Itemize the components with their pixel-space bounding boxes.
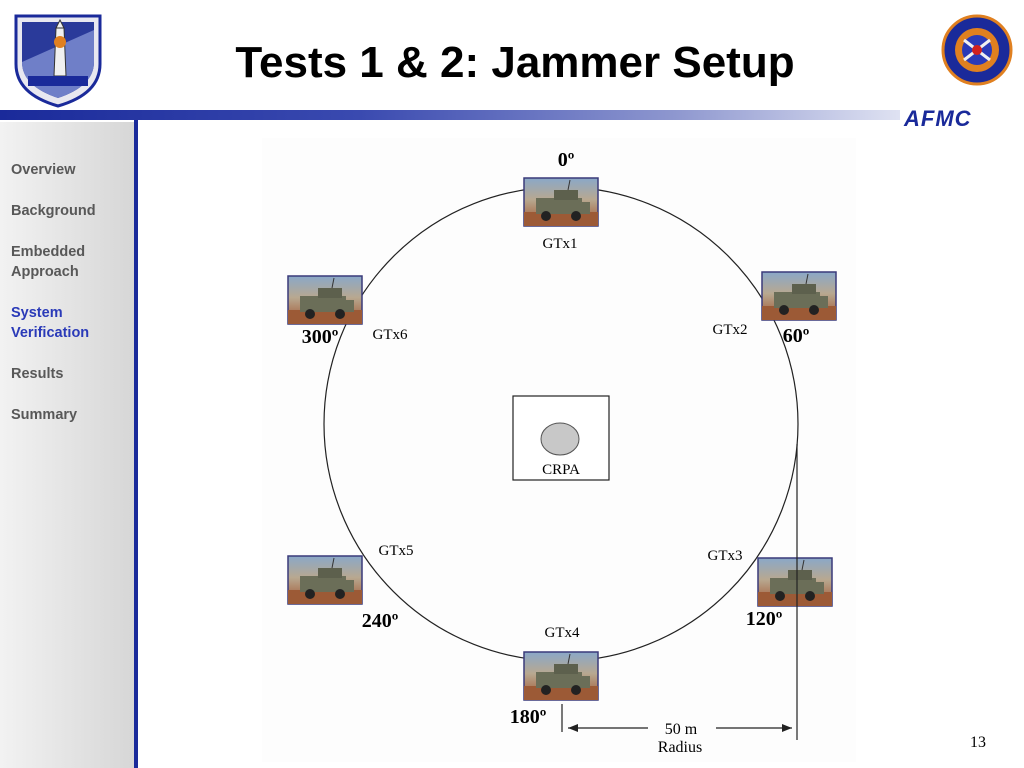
- jammer-setup-diagram: CRPA GTx1 GTx2 GTx3 GTx4 GTx5 GTx6 0º 60…: [262, 138, 856, 762]
- squadron-patch-icon: [941, 14, 1013, 86]
- slide-header: Tests 1 & 2: Jammer Setup AFMC: [0, 0, 1024, 131]
- gtx6-label: GTx6: [373, 327, 408, 343]
- sidebar-item-background[interactable]: Background: [11, 203, 96, 219]
- angle-label-240: 240º: [362, 610, 399, 632]
- sidebar: [0, 122, 136, 768]
- radius-word-label: Radius: [658, 739, 702, 756]
- sidebar-item-overview[interactable]: Overview: [11, 162, 76, 178]
- sidebar-item-embedded-approach[interactable]: Embedded Approach: [11, 244, 86, 280]
- radius-indicator: 50 m Radius: [561, 444, 798, 756]
- gtx3-label: GTx3: [708, 548, 743, 564]
- angle-label-0: 0º: [558, 149, 575, 171]
- gtx2-vehicle-image: [761, 271, 837, 321]
- test-group-emblem-icon: [14, 14, 102, 108]
- gtx3-vehicle-image: [757, 557, 833, 607]
- sidebar-item-system-verification[interactable]: System Verification: [11, 305, 90, 341]
- gtx1-label: GTx1: [543, 236, 578, 252]
- sidebar-nav: Overview Background Embedded Approach Sy…: [11, 160, 131, 446]
- gtx5-vehicle-image: [287, 555, 363, 605]
- gtx6-vehicle-image: [287, 275, 363, 325]
- gtx1-vehicle-image: [523, 177, 599, 227]
- radius-value-label: 50 m: [665, 721, 698, 738]
- gtx5-label: GTx5: [379, 543, 414, 559]
- afmc-logo: AFMC: [904, 106, 972, 131]
- sidebar-border: [134, 120, 138, 768]
- sidebar-item-results[interactable]: Results: [11, 366, 64, 382]
- angle-label-180: 180º: [510, 706, 547, 728]
- crpa-antenna: CRPA: [512, 395, 610, 481]
- gtx4-label: GTx4: [545, 625, 580, 641]
- gtx2-label: GTx2: [713, 322, 748, 338]
- sidebar-item-summary[interactable]: Summary: [11, 407, 78, 423]
- slide-title: Tests 1 & 2: Jammer Setup: [235, 38, 795, 87]
- crpa-label: CRPA: [542, 462, 580, 478]
- angle-label-120: 120º: [746, 608, 783, 630]
- page-number: 13: [970, 734, 986, 751]
- angle-label-300: 300º: [302, 326, 339, 348]
- angle-label-60: 60º: [783, 325, 810, 347]
- gtx4-vehicle-image: [523, 651, 599, 701]
- header-divider-bar: [0, 110, 900, 120]
